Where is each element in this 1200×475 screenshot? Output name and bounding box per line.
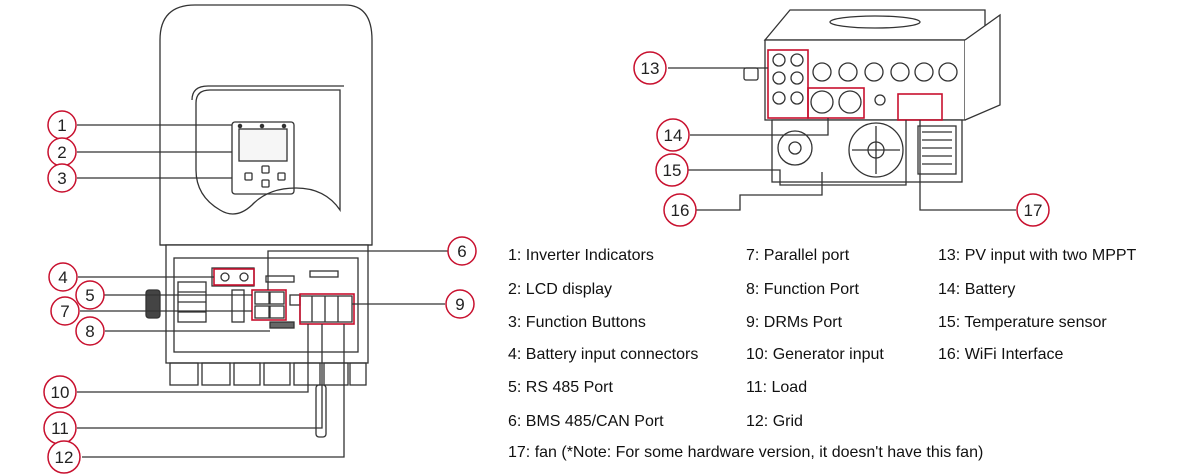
callout-7-number: 7 xyxy=(60,302,69,321)
legend-item-3: 3: Function Buttons xyxy=(508,314,646,331)
callout-17: 17 xyxy=(1016,193,1050,227)
callout-4: 4 xyxy=(48,262,78,292)
callout-13: 13 xyxy=(633,51,667,85)
legend-item-2: 2: LCD display xyxy=(508,281,613,298)
callout-3: 3 xyxy=(47,163,77,193)
callout-15: 15 xyxy=(655,153,689,187)
callout-11: 11 xyxy=(43,411,77,445)
callout-8: 8 xyxy=(75,316,105,346)
callout-2: 2 xyxy=(47,137,77,167)
callout-11-number: 11 xyxy=(51,419,69,438)
callout-7: 7 xyxy=(50,296,80,326)
legend-item-9: 9: DRMs Port xyxy=(746,314,843,331)
legend-item-11: 11: Load xyxy=(746,379,808,396)
callout-12-number: 12 xyxy=(55,448,74,467)
callout-10: 10 xyxy=(43,375,77,409)
callout-6-number: 6 xyxy=(457,242,466,261)
legend-item-1: 1: Inverter Indicators xyxy=(508,247,654,264)
callout-15-number: 15 xyxy=(663,161,682,180)
callout-12: 12 xyxy=(47,440,81,474)
callout-5-number: 5 xyxy=(85,286,94,305)
callout-9-number: 9 xyxy=(455,295,464,314)
legend-item-10: 10: Generator input xyxy=(746,346,884,363)
legend-item-5: 5: RS 485 Port xyxy=(508,379,613,396)
legend-item-14: 14: Battery xyxy=(938,281,1016,298)
legend-item-16: 16: WiFi Interface xyxy=(938,346,1064,363)
callout-8-number: 8 xyxy=(85,322,94,341)
front-leader-lines xyxy=(77,124,448,458)
callout-10-number: 10 xyxy=(51,383,70,402)
callout-1: 1 xyxy=(47,110,77,140)
callout-2-number: 2 xyxy=(57,143,66,162)
legend-item-6: 6: BMS 485/CAN Port xyxy=(508,413,664,430)
callout-1-number: 1 xyxy=(57,116,66,135)
rear-highlight-boxes xyxy=(767,49,943,121)
callout-6: 6 xyxy=(447,236,477,266)
callout-13-number: 13 xyxy=(641,59,660,78)
legend-item-8: 8: Function Port xyxy=(746,281,859,298)
callout-5: 5 xyxy=(75,280,105,310)
legend-item-13: 13: PV input with two MPPT xyxy=(938,247,1137,264)
legend-item-7: 7: Parallel port xyxy=(746,247,850,264)
callout-16-number: 16 xyxy=(671,201,690,220)
rear-leader-lines xyxy=(668,67,1016,211)
callout-14-number: 14 xyxy=(664,126,683,145)
legend-item-4: 4: Battery input connectors xyxy=(508,346,699,363)
legend-item-15: 15: Temperature sensor xyxy=(938,314,1107,331)
callout-17-number: 17 xyxy=(1024,201,1043,220)
callout-16: 16 xyxy=(663,193,697,227)
rear-view-inverter xyxy=(743,9,1001,183)
front-view-inverter xyxy=(145,4,373,438)
legend-item-12: 12: Grid xyxy=(746,413,803,430)
legend-item-17: 17: fan (*Note: For some hardware versio… xyxy=(508,444,984,461)
callout-4-number: 4 xyxy=(58,268,67,287)
callout-circles: 1 2 3 4 5 6 7 8 9 10 11 12 13 14 15 16 1… xyxy=(43,51,1050,474)
callout-9: 9 xyxy=(445,289,475,319)
callout-14: 14 xyxy=(656,118,690,152)
callout-3-number: 3 xyxy=(57,169,66,188)
